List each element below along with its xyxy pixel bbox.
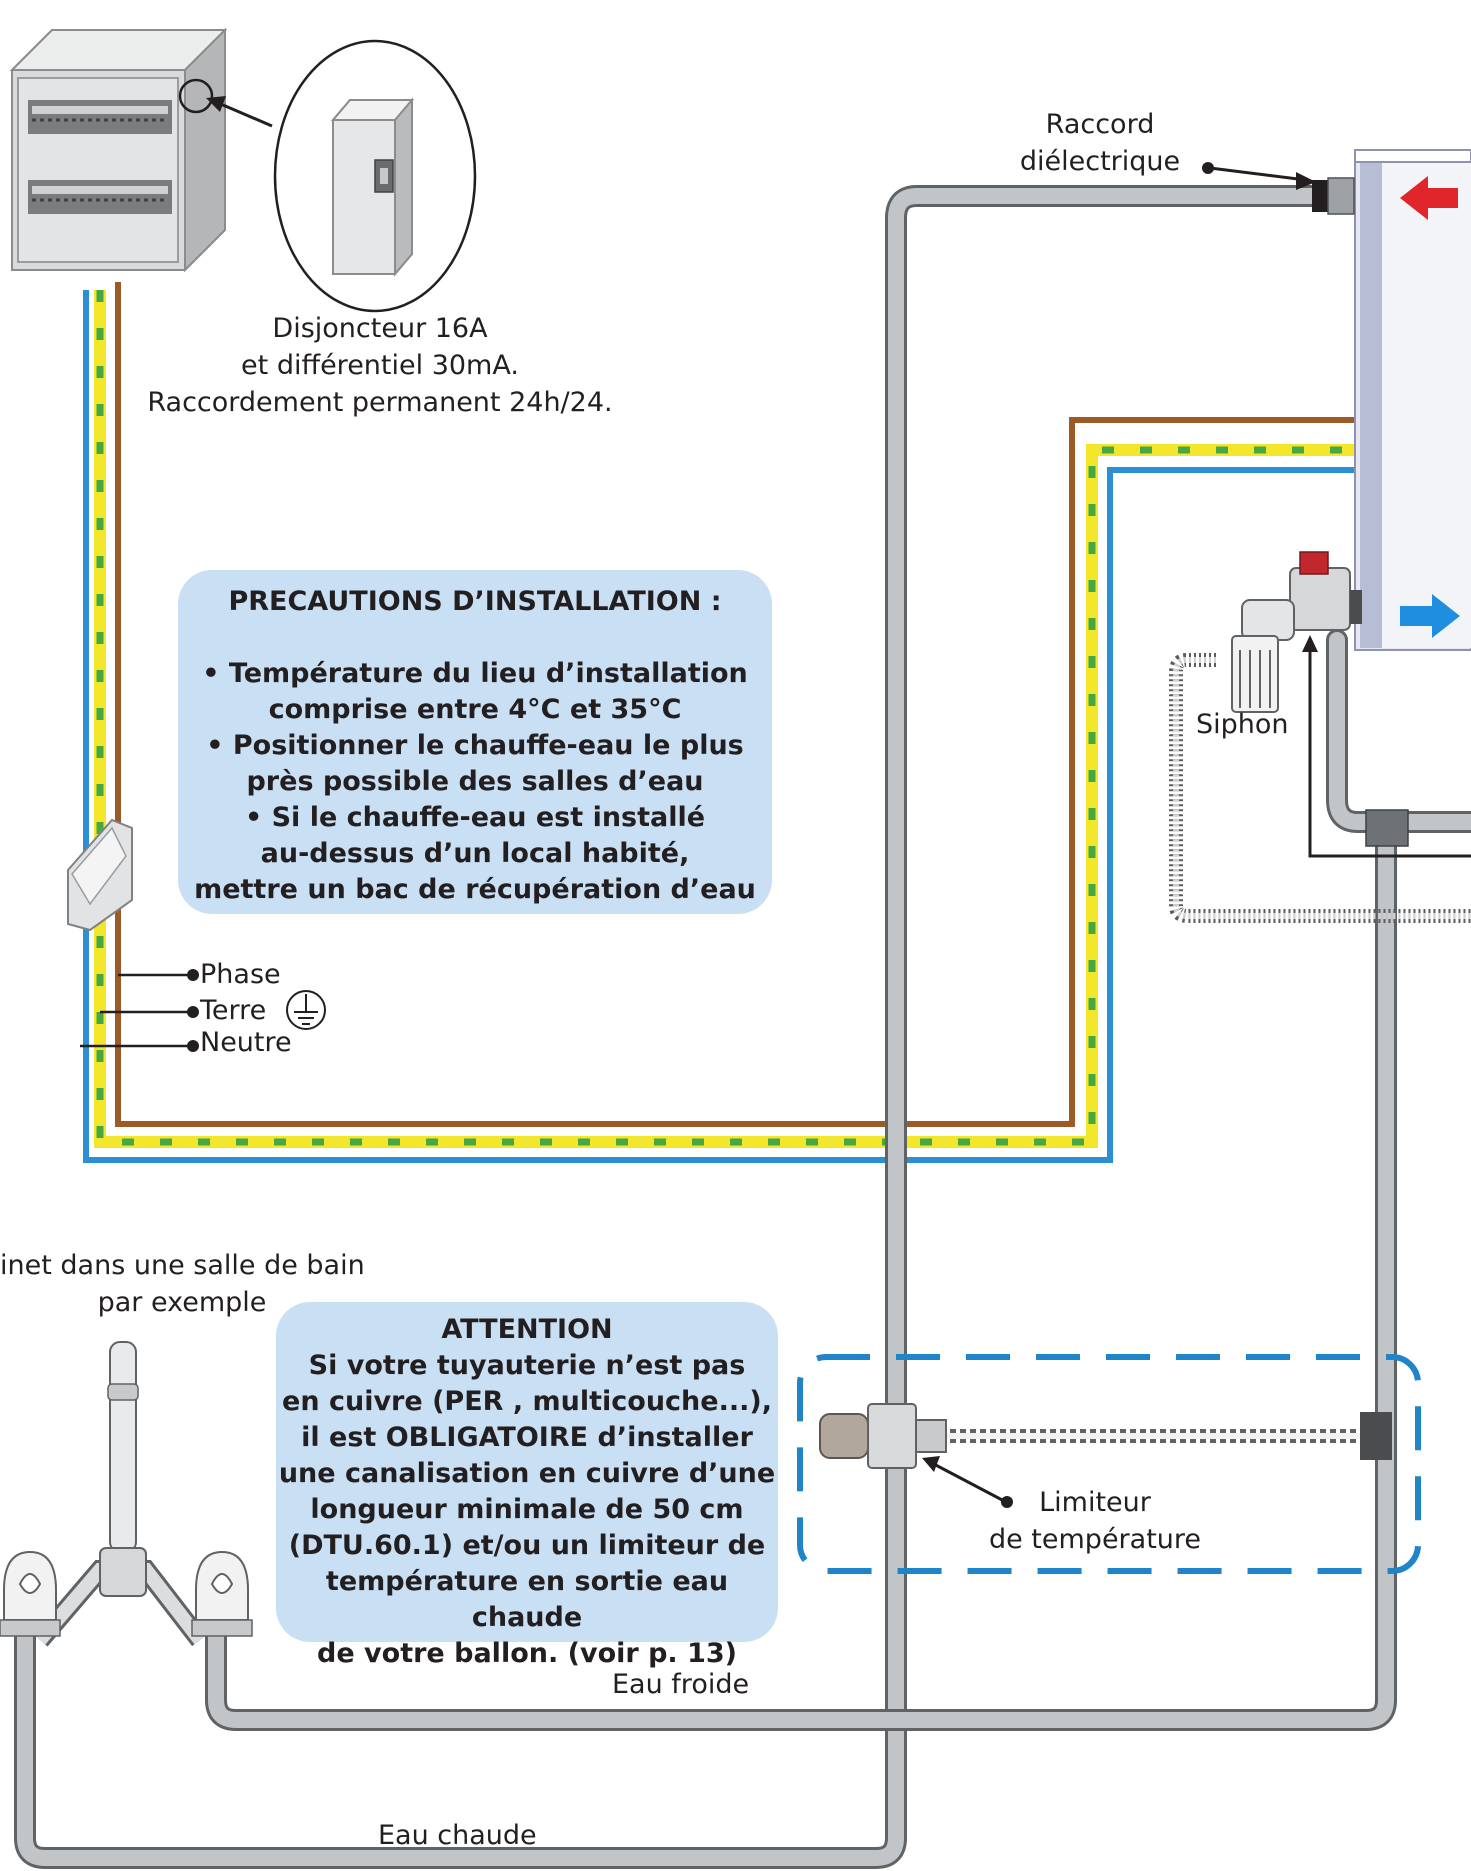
temperature-limiter — [819, 1403, 1392, 1469]
limiter-pointer-dot — [1001, 1496, 1013, 1508]
limiter-label: Limiteur de température — [975, 1484, 1215, 1558]
safety-group — [1241, 551, 1362, 641]
cold-water-label: Eau froide — [612, 1669, 750, 1700]
attention-line-4: une canalisation en cuivre d’une — [278, 1458, 776, 1489]
precautions-line-3: • Positionner le chauffe-eau le plus — [206, 730, 744, 761]
attention-line-3: il est OBLIGATOIRE d’installer — [301, 1422, 753, 1453]
limiter-pointer-line — [929, 1460, 1007, 1504]
attention-line-8: de votre ballon. (voir p. 13) — [317, 1638, 737, 1669]
limiter-dashed-frame — [797, 1354, 1421, 1574]
electrical-panel — [9, 27, 228, 273]
breaker-label-line-1: Disjoncteur 16A — [272, 313, 488, 344]
breaker-label-line-3: Raccordement permanent 24h/24. — [147, 387, 613, 418]
dielectric-label-line-2: diélectrique — [1019, 146, 1181, 177]
neutre-dot — [187, 1040, 199, 1052]
dielectric-label: Raccord diélectrique — [1000, 106, 1200, 180]
terre-dot — [187, 1006, 199, 1018]
attention-line-2: en cuivre (PER , multicouche...), — [282, 1386, 772, 1417]
drain-line — [1308, 640, 1471, 858]
dielectric-pointer-dot — [1202, 162, 1214, 174]
dielectric-label-line-1: Raccord — [1045, 109, 1155, 140]
precautions-line-7: mettre un bac de récupération d’eau — [194, 874, 756, 905]
attention-line-5: longueur minimale de 50 cm — [310, 1494, 744, 1525]
faucet-label-line-2: par exemple — [97, 1287, 267, 1318]
dielectric-pointer-arrowhead — [1296, 172, 1316, 190]
dielectric-fitting — [1312, 177, 1355, 215]
precautions-box: PRECAUTIONS D’INSTALLATION : • Températu… — [178, 570, 772, 914]
breaker-label: Disjoncteur 16A et différentiel 30mA. Ra… — [140, 310, 620, 421]
dielectric-pointer-line — [1209, 166, 1307, 182]
hot-outlet-arrow-icon — [1400, 594, 1460, 638]
earth-symbol-icon — [286, 990, 326, 1030]
junction-box — [67, 818, 133, 932]
cold-inlet-arrow-icon — [1400, 176, 1458, 220]
breaker-label-line-2: et différentiel 30mA. — [241, 350, 519, 381]
phase-label: Phase — [200, 959, 281, 990]
limiter-pointer-arrowhead — [922, 1456, 940, 1472]
attention-line-1: Si votre tuyauterie n’est pas — [308, 1350, 746, 1381]
terre-label: Terre — [200, 995, 267, 1026]
water-heater-tank — [1354, 149, 1471, 651]
limiter-label-line-2: de température — [988, 1524, 1202, 1555]
faucet-label-line-1: inet dans une salle de bain — [0, 1250, 365, 1281]
attention-line-6: (DTU.60.1) et/ou un limiteur de — [288, 1530, 766, 1561]
siphon-label: Siphon — [1196, 709, 1289, 740]
precautions-line-4: près possible des salles d’eau — [246, 766, 704, 797]
limiter-label-line-1: Limiteur — [1039, 1487, 1151, 1518]
precautions-title: PRECAUTIONS D’INSTALLATION : — [228, 586, 722, 617]
precautions-line-2: comprise entre 4°C et 35°C — [268, 694, 682, 725]
cold-tee-fitting — [1365, 809, 1409, 847]
precautions-line-6: au-dessus d’un local habité, — [260, 838, 690, 869]
safety-valve-arrowhead — [1302, 635, 1318, 652]
pipes — [14, 185, 1471, 1869]
drain-hose — [1169, 653, 1471, 923]
attention-box: ATTENTION Si votre tuyauterie n’est pas … — [276, 1302, 778, 1669]
neutre-label: Neutre — [200, 1027, 292, 1058]
breaker-pointer-arrow — [215, 100, 273, 128]
precautions-line-1: • Température du lieu d’installation — [202, 658, 748, 689]
hot-water-label: Eau chaude — [378, 1820, 537, 1851]
siphon — [1231, 635, 1279, 713]
attention-title: ATTENTION — [441, 1314, 613, 1345]
faucet — [0, 1341, 253, 1647]
breaker-zoom — [273, 39, 477, 313]
phase-dot — [187, 969, 199, 981]
breaker-pointer-arrowhead — [206, 96, 226, 112]
attention-line-7: température en sortie eau chaude — [325, 1566, 729, 1633]
precautions-line-5: • Si le chauffe-eau est installé — [244, 802, 706, 833]
faucet-label: inet dans une salle de bain par exemple — [0, 1247, 365, 1321]
